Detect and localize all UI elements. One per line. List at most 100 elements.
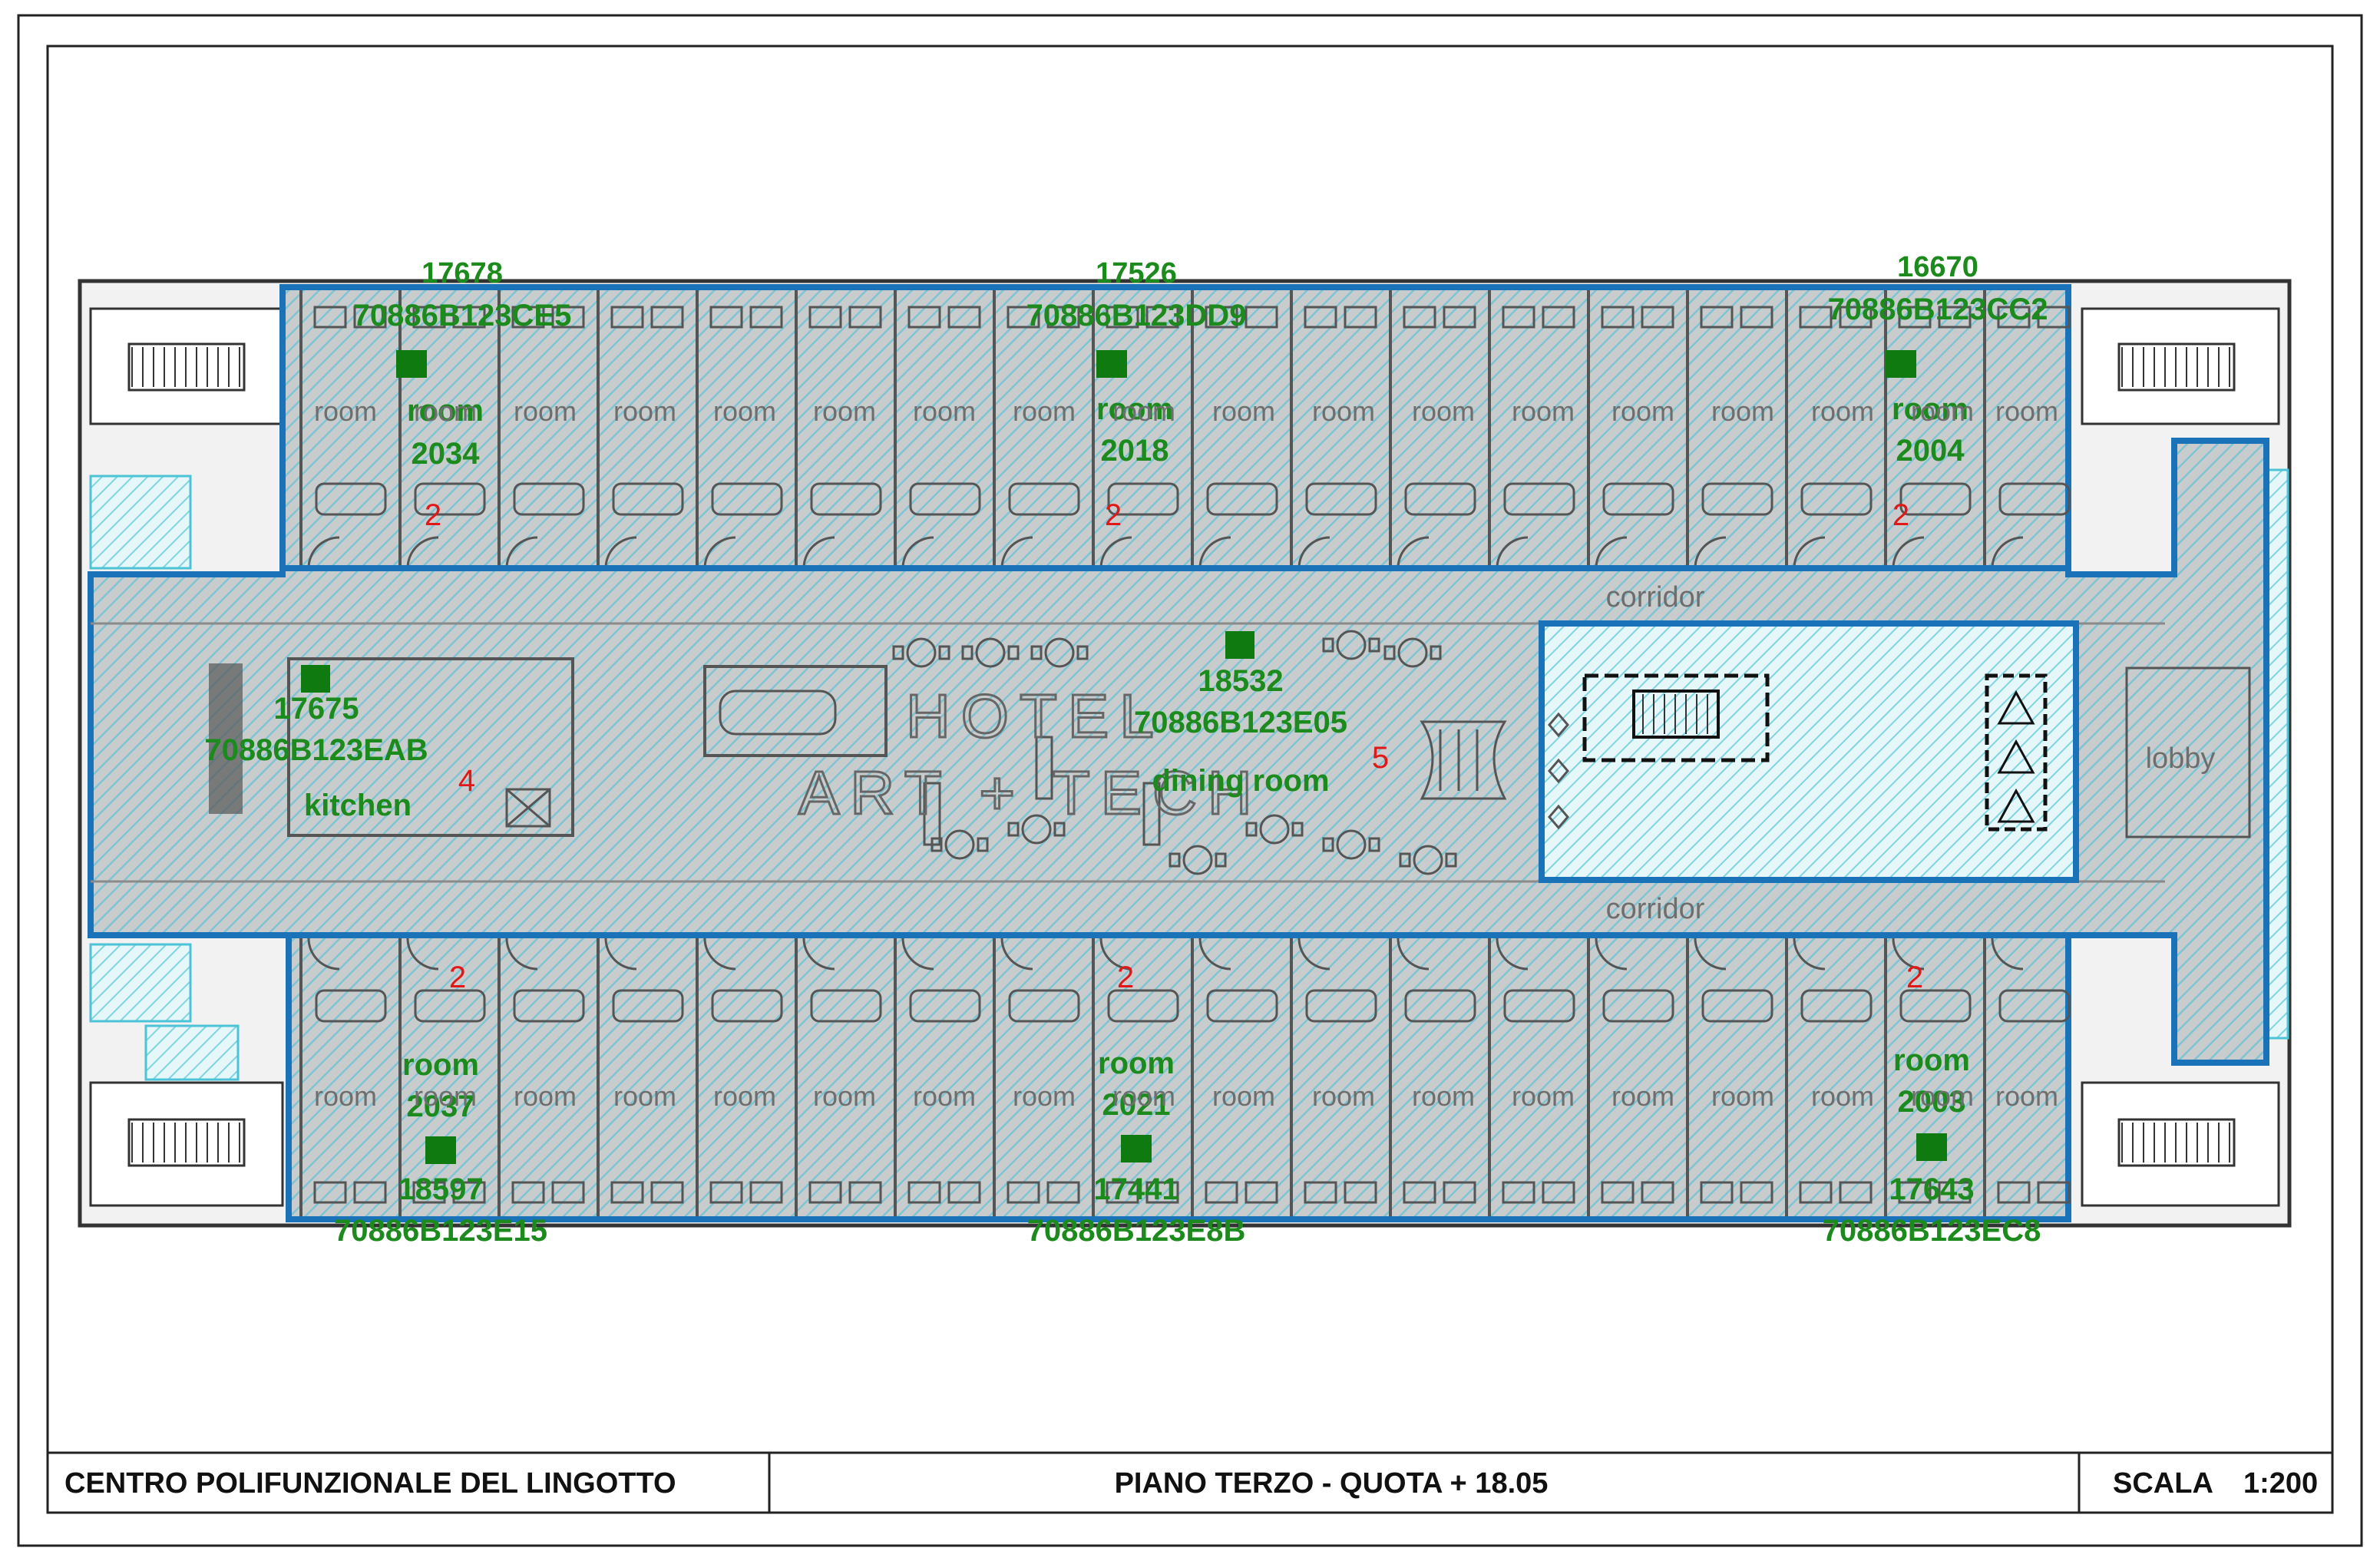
dining-chair [1007,645,1020,660]
furniture [315,482,387,516]
small-room-label: room [1013,395,1076,427]
furniture [1106,306,1139,329]
door-swing [1793,536,1826,569]
furniture [1740,306,1773,329]
small-room-label: room [1412,395,1475,427]
door-swing [604,536,637,569]
service-zone [89,943,192,1023]
furniture [412,1181,446,1204]
sensor-marker[interactable] [1121,1135,1152,1162]
dining-table [1336,829,1367,860]
small-room-label: room [1811,395,1874,427]
sensor-marker[interactable] [1225,631,1254,659]
dining-device-id: 70886B123E05 [1134,706,1347,739]
furniture [412,306,446,329]
furniture [551,1181,585,1204]
furniture [1403,306,1436,329]
furniture [1344,1181,1377,1204]
dining-chair [1007,822,1020,837]
small-room-label: room [314,1080,377,1112]
furniture [709,1181,743,1204]
dining-chair [1169,852,1181,868]
small-room-label: room [414,1080,477,1112]
furniture [2037,1181,2071,1204]
sensor-marker[interactable] [425,1136,456,1164]
furniture [1799,306,1833,329]
furniture [513,989,585,1023]
dining-table [1397,637,1428,668]
room-device-id: 70886B123E8B [1027,1214,1246,1248]
zone-number: 2 [1105,498,1122,532]
furniture [1938,306,1972,329]
furniture [810,482,882,516]
room-code: 17441 [1093,1172,1178,1206]
furniture [612,482,684,516]
furniture [909,482,981,516]
zone-number: 2 [449,961,466,994]
furniture [1008,482,1080,516]
sensor-marker[interactable] [396,350,427,378]
furniture [1106,1181,1139,1204]
furniture [551,306,585,329]
dining-table [1044,637,1075,668]
stair-top-right [2081,307,2280,425]
furniture [1997,1181,2031,1204]
furniture [1304,306,1337,329]
furniture [1998,989,2071,1023]
dining-table [1182,845,1213,875]
dining-table [1259,814,1290,845]
small-room-label: room [1212,395,1275,427]
dining-chair [1399,852,1411,868]
furniture [313,1181,347,1204]
small-room-label: room [1512,395,1575,427]
small-room-label: room [1995,1080,2058,1112]
dining-chair [1291,822,1304,837]
sensor-marker[interactable] [1886,350,1916,378]
sensor-marker[interactable] [301,665,330,693]
small-room-label: room [1811,1080,1874,1112]
door-swing [1297,938,1330,971]
furniture [353,306,387,329]
small-room-label: room [613,1080,676,1112]
furniture [1046,306,1080,329]
door-swing [901,536,934,569]
door-swing [703,536,736,569]
furniture [1145,306,1179,329]
furniture [1502,306,1535,329]
furniture [808,1181,842,1204]
small-room-label: room [1711,395,1774,427]
door-swing [1595,938,1628,971]
furniture [1701,989,1773,1023]
sensor-marker[interactable] [1096,350,1127,378]
room-name: room [1893,1043,1970,1077]
furniture [1542,306,1575,329]
furniture [1899,482,1972,516]
room-device-id: 70886B123DD9 [1026,299,1247,332]
furniture [1305,989,1377,1023]
door-swing [802,536,835,569]
furniture [1404,482,1476,516]
furniture [907,306,941,329]
dining-code: 18532 [1198,664,1283,698]
room-device-id: 70886B123CE5 [353,299,572,332]
furniture [452,1181,486,1204]
furniture [2037,306,2071,329]
door-swing [1991,938,2024,971]
furniture [1502,1181,1535,1204]
furniture [1404,989,1476,1023]
door-swing [307,938,340,971]
room-number: 2021 [1102,1088,1171,1122]
door-swing [1892,536,1925,569]
dining-table [975,637,1006,668]
dining-table [1336,630,1367,660]
furniture [1839,1181,1873,1204]
furniture [313,306,347,329]
door-swing [1496,536,1529,569]
small-room-label: room [1013,1080,1076,1112]
door-swing [703,938,736,971]
door-swing [1198,536,1231,569]
door-swing [406,536,439,569]
small-room-label: room [1512,1080,1575,1112]
small-room-label: room [514,1080,577,1112]
sensor-marker[interactable] [1916,1133,1947,1161]
